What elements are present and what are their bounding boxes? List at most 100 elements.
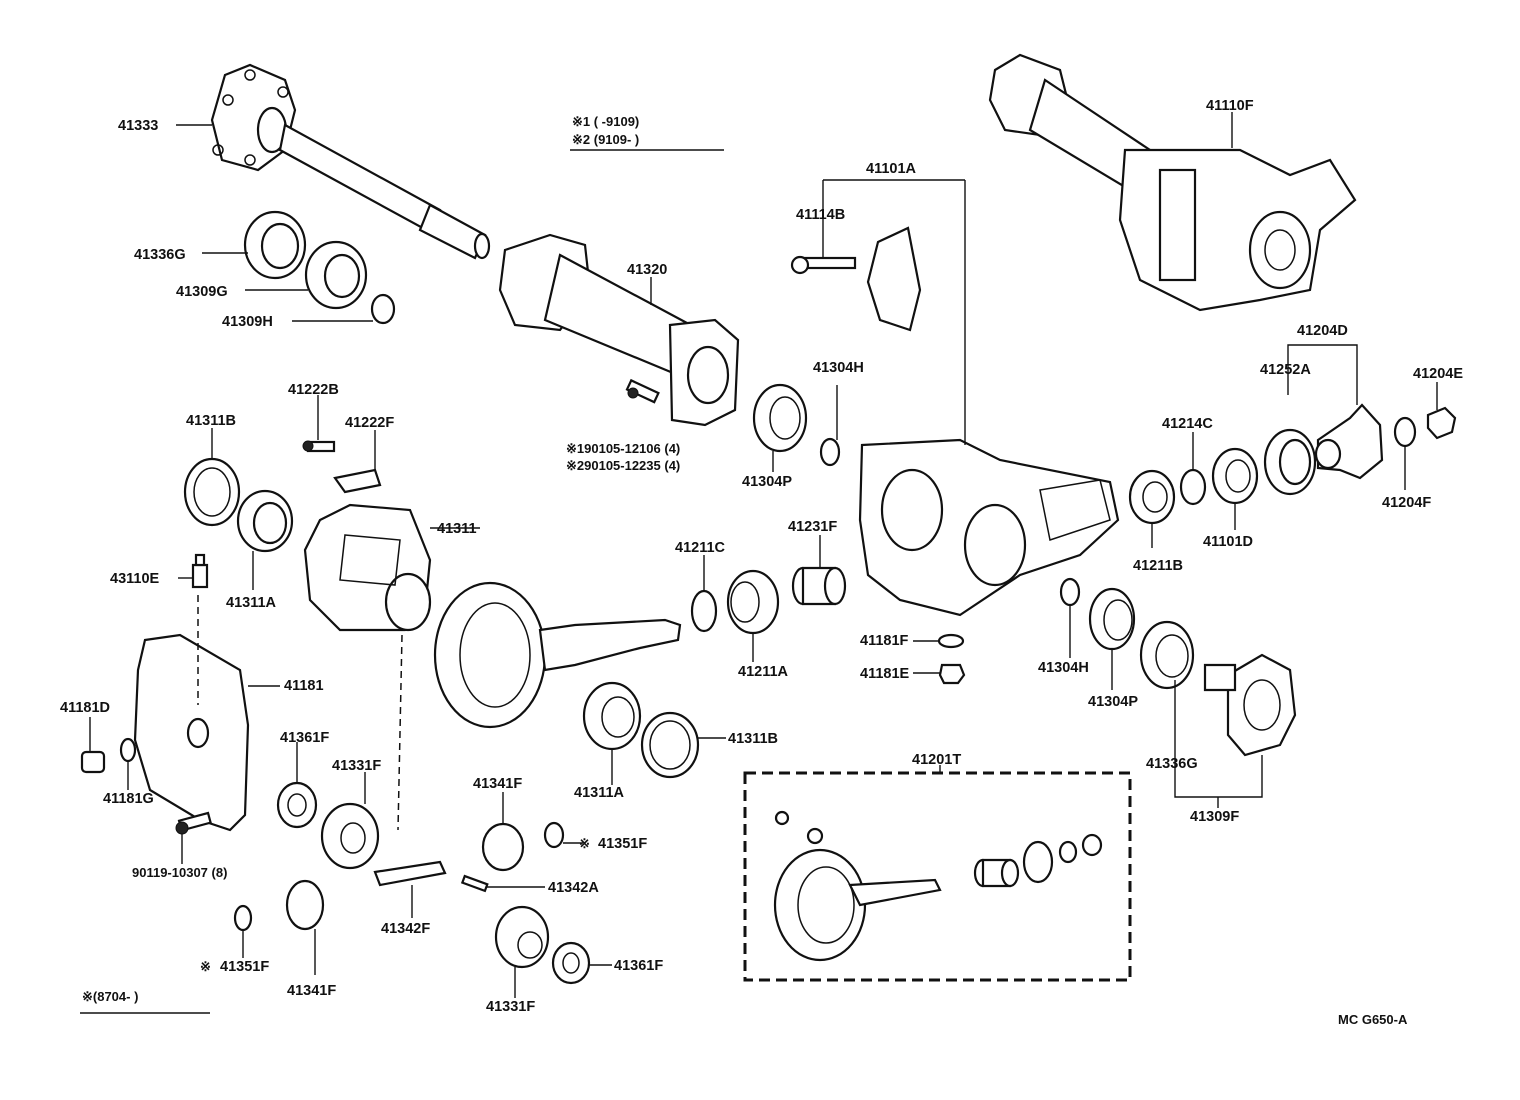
label-41211C: 41211C: [675, 540, 726, 556]
lock-41222F: [333, 468, 382, 494]
bolt-90119-10307: [175, 811, 212, 835]
side-gear-41331F-lower: [494, 905, 550, 969]
bearing-41211B: [1128, 469, 1176, 525]
shaft-41342F: [373, 860, 447, 887]
bearing-41311A-lower: [582, 681, 642, 751]
label-41201T: 41201T: [912, 752, 961, 768]
label-41114B: 41114B: [796, 207, 845, 223]
label-41311B-lower: 41311B: [728, 731, 778, 747]
label-41351F-mid: 41351F: [598, 836, 647, 852]
leader-41204D: [1287, 344, 1358, 405]
label-41101A: 41101A: [866, 161, 917, 177]
note-3: ※(8704- ): [82, 989, 138, 1004]
label-41336G-right: 41336G: [1146, 756, 1198, 772]
snap-ring-41304H-right: [1059, 577, 1081, 607]
label-41336G: 41336G: [134, 247, 186, 263]
companion-flange-41204D: [1314, 403, 1384, 480]
assembled-housing-41110F: [988, 53, 1357, 312]
nut-41181E: [938, 663, 966, 685]
label-41304P-right: 41304P: [1088, 694, 1138, 710]
label-41311A-lower: 41311A: [574, 785, 625, 801]
bearing-41311A-left: [236, 489, 294, 553]
label-41361F-left: 41361F: [280, 730, 329, 746]
washer-41181F: [937, 633, 965, 649]
pinion-gear-41341F-mid: [481, 822, 525, 872]
axle-housing-tube-41320: [498, 233, 740, 427]
label-41204D: 41204D: [1297, 323, 1348, 339]
washer-41351F-mid: [543, 821, 565, 849]
label-41304P: 41304P: [742, 474, 792, 490]
note-1: ※1 ( -9109): [572, 114, 639, 129]
label-41351F-lower: 41351F: [220, 959, 269, 975]
label-41181E: 41181E: [860, 666, 910, 682]
label-41331F-lower: 41331F: [486, 999, 535, 1015]
bolt-41222B: [302, 440, 336, 453]
drawing-code: MC G650-A: [1338, 1012, 1408, 1027]
label-41181F: 41181F: [860, 633, 909, 649]
nut-41204E: [1426, 406, 1457, 440]
label-41341F-lower: 41341F: [287, 983, 336, 999]
bearing-41304P-mid: [752, 383, 808, 453]
label-41211B: 41211B: [1133, 558, 1183, 574]
side-gear-41331F-left: [320, 802, 380, 870]
label-41304H-right: 41304H: [1038, 660, 1089, 676]
label-41222F: 41222F: [345, 415, 394, 431]
oil-seal-41336G-right: [1139, 620, 1195, 690]
washer-41204F: [1393, 416, 1417, 448]
label-41311: 41311: [437, 521, 477, 537]
label-41211A: 41211A: [738, 664, 789, 680]
oil-seal-41311B-left: [183, 457, 241, 527]
label-41320: 41320: [627, 262, 667, 278]
pin-41342A: [460, 874, 489, 893]
axle-flange-right: [1203, 653, 1297, 757]
label-43110E: 43110E: [110, 571, 160, 587]
label-41309H: 41309H: [222, 314, 273, 330]
kit-bolts: [774, 810, 824, 845]
oil-seal-41252A: [1263, 428, 1317, 496]
label-41333: 41333: [118, 118, 158, 134]
spacer-41214C: [1179, 468, 1207, 506]
label-41341F-mid: 41341F: [473, 776, 522, 792]
bearing-41309G: [304, 240, 368, 310]
ring-gear: [433, 581, 547, 729]
label-bolt-90105-12106: ※190105-12106 (4): [566, 441, 680, 456]
plug-41181D: [80, 750, 106, 774]
label-90119-10307: 90119-10307 (8): [132, 865, 227, 880]
label-41342A: 41342A: [548, 880, 599, 896]
label-41110F: 41110F: [1206, 98, 1254, 114]
differential-case-41311: [303, 503, 432, 632]
differential-carrier: [858, 438, 1120, 617]
label-41101D: 41101D: [1203, 534, 1253, 550]
kit-ring-gear: [773, 848, 942, 962]
label-bolt-90105-12235: ※290105-12235 (4): [566, 458, 680, 473]
snap-ring-41304H-mid: [819, 437, 841, 467]
label-41304H: 41304H: [813, 360, 864, 376]
kit-washer: [1058, 840, 1078, 864]
washer-41211C: [690, 589, 718, 633]
differential-cover-41181: [133, 633, 250, 832]
washer-41361F-lower: [551, 941, 591, 985]
bearing-41211A: [726, 569, 780, 635]
bolt-90105: [625, 378, 660, 404]
gasket-41181G: [119, 737, 137, 763]
kit-bearing: [1022, 840, 1054, 884]
kit-collar: [973, 858, 1020, 888]
label-41181G: 41181G: [103, 791, 154, 807]
pinion-gear-41341F-lower: [285, 879, 325, 931]
label-41311A-top: 41311A: [226, 595, 277, 611]
label-41214C: 41214C: [1162, 416, 1213, 432]
bolt-41114B: [790, 255, 857, 275]
label-41231F: 41231F: [788, 519, 837, 535]
label-41222B: 41222B: [288, 382, 339, 398]
drive-pinion: [538, 618, 682, 672]
oil-seal-41336G: [243, 210, 307, 280]
label-41252A: 41252A: [1260, 362, 1311, 378]
plug-43110E: [191, 553, 209, 589]
label-41361F-lower: 41361F: [614, 958, 663, 974]
svg-text:※: ※: [579, 836, 590, 851]
bracket-41101A: [866, 226, 922, 332]
washer-41361F-left: [276, 781, 318, 829]
label-41331F-left: 41331F: [332, 758, 381, 774]
label-41204F: 41204F: [1382, 495, 1431, 511]
